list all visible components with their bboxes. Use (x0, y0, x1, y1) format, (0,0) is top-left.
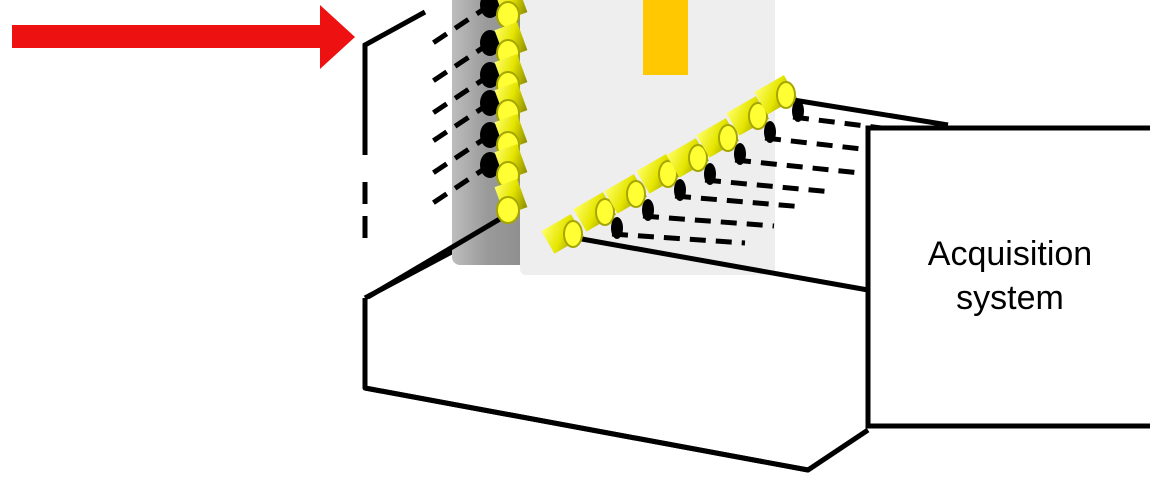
connector-horizontal (666, 138, 716, 185)
connector-horizontal (541, 214, 584, 254)
arrow-right-icon (12, 5, 355, 69)
connector-horizontal (696, 118, 746, 165)
right-cables (366, 94, 949, 300)
horizontal-connector-row (541, 75, 804, 254)
signal-lines (428, 2, 915, 246)
connector-horizontal (604, 174, 654, 221)
acquisition-box (865, 125, 1150, 429)
acquisition-system-label: Acquisition system (927, 235, 1093, 317)
vertical-connector-column (480, 0, 528, 224)
connector-horizontal (636, 154, 686, 201)
connector-horizontal (726, 96, 776, 143)
left-frame (362, 9, 427, 240)
connector-vertical (480, 0, 528, 29)
connector-horizontal (754, 75, 804, 122)
connector-horizontal (573, 192, 623, 239)
connector-vertical (494, 178, 528, 224)
